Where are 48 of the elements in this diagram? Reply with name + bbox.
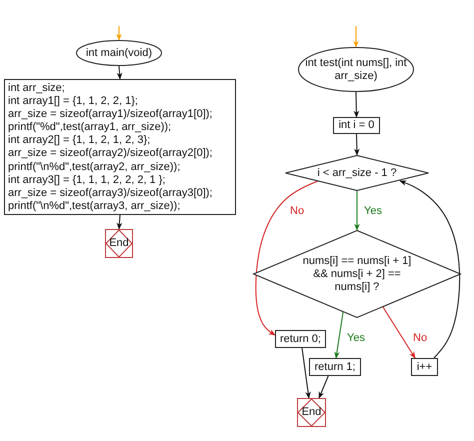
code-line: printf("\n%d",test(array2, arr_size)); [8,160,180,174]
arrow [382,306,416,359]
node-label: int i = 0 [338,119,374,132]
arrow [334,312,344,359]
code-line: printf("%d",test(array1, arr_size)); [8,121,172,134]
process-box [275,330,326,348]
node-label: int test(int nums[], int arr_size) [304,56,408,82]
end-terminal [297,398,326,427]
node-label: nums[i] == nums[i + 1] && nums[i + 2] == nums[i] ? [302,254,412,294]
arrow [353,26,359,48]
process-box [309,358,361,376]
arrow [399,180,460,358]
decision-diamond [253,230,461,318]
arrow [255,180,318,336]
edge-label: Yes [363,205,383,217]
edge-label: No [289,205,306,217]
terminal-ellipse [76,40,162,66]
code-line: int array2[] = {1, 1, 2, 1, 2, 3}; [8,134,150,148]
node-label: return 1; [314,360,356,374]
arrow [318,376,329,399]
arrow [302,348,311,399]
arrow [354,92,360,118]
node-label: int main(void) [86,46,152,60]
node-label: End [109,237,129,250]
arrow [354,190,360,231]
process-box [4,79,236,215]
code-line: arr_size = sizeof(array1)/sizeof(array1[0]); [8,108,212,122]
end-terminal [105,229,133,258]
node-label: End [302,406,322,419]
process-box [333,117,380,134]
arrow [116,66,122,80]
arrow [116,26,122,41]
arrow [116,214,122,230]
node-label: i++ [416,360,432,374]
code-line: int array1[] = {1, 1, 2, 2, 1}; [8,95,138,108]
code-line: arr_size = sizeof(array3)/sizeof(array3[0]); [8,186,212,200]
process-box [411,358,438,376]
node-label: return 0; [280,332,321,346]
code-line: int arr_size; [8,82,65,96]
edge-label: Yes [346,332,366,344]
edge-label: No [412,332,428,344]
code-line: arr_size = sizeof(array2)/sizeof(array2[0]); [8,147,212,161]
node-label: i < arr_size - 1 ? [317,166,397,180]
terminal-ellipse [298,47,414,92]
code-line: printf("\n%d",test(array3, arr_size)); [8,200,180,213]
decision-diamond [285,155,429,191]
arrow [354,134,360,156]
code-line: int array3[] = {1, 1, 1, 2, 2, 2, 1 }; [8,174,166,187]
